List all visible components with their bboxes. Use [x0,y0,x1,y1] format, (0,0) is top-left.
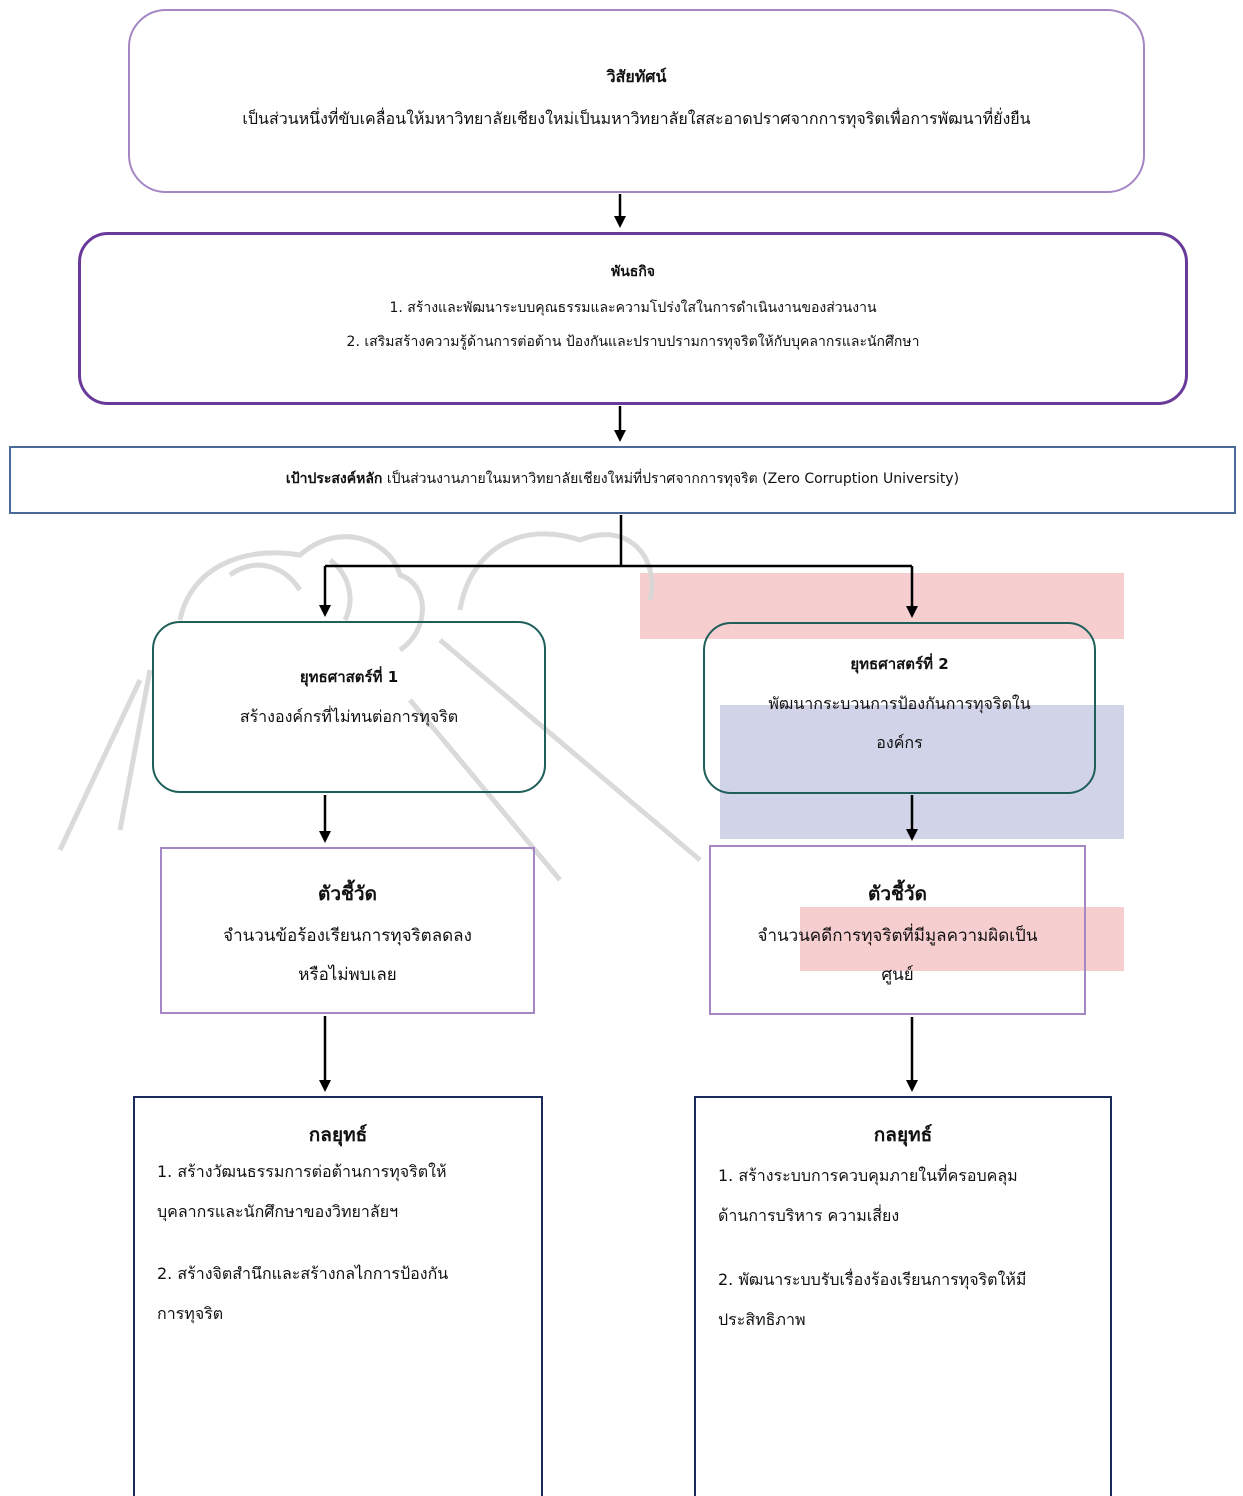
tactics-2-item-2-line-1: 2. พัฒนาระบบรับเรื่องร้องเรียนการทุจริตใ… [718,1270,1027,1289]
tactics-2-title: กลยุทธ์ [873,1124,933,1146]
kpi-2-line-2: ศูนย์ [881,965,914,985]
mission-item-1: 1. สร้างและพัฒนาระบบคุณธรรมและความโปร่งใ… [389,300,877,316]
goal-text: เป็นส่วนงานภายในมหาวิทยาลัยเชียงใหม่ที่ป… [386,471,960,487]
tactics-1-item-1-line-2: บุคลากรและนักศึกษาของวิทยาลัยฯ [157,1202,399,1221]
kpi-2-title: ตัวชี้วัด [868,883,927,905]
kpi-1-line-1: จำนวนข้อร้องเรียนการทุจริตลดลง [223,926,472,946]
goal-label: เป้าประสงค์หลัก [285,471,383,487]
strategy-2-box: ยุทธศาสตร์ที่ 2 พัฒนากระบวนการป้องกันการ… [703,622,1096,794]
kpi-1-box: ตัวชี้วัด จำนวนข้อร้องเรียนการทุจริตลดลง… [160,847,535,1014]
vision-title: วิสัยทัศน์ [606,67,667,86]
vision-box: วิสัยทัศน์ เป็นส่วนหนึ่งที่ขับเคลื่อนให้… [128,9,1145,193]
tactics-1-box: กลยุทธ์ 1. สร้างวัฒนธรรมการต่อต้านการทุจ… [133,1096,543,1496]
tactics-2-item-1-line-1: 1. สร้างระบบการควบคุมภายในที่ครอบคลุม [718,1166,1018,1185]
strategy-2-desc-line-2: องค์กร [876,733,923,752]
vision-text: เป็นส่วนหนึ่งที่ขับเคลื่อนให้มหาวิทยาลัย… [242,109,1031,128]
tactics-2-item-1-line-2: ด้านการบริหาร ความเสี่ยง [718,1206,900,1225]
strategy-1-box: ยุทธศาสตร์ที่ 1 สร้างองค์กรที่ไม่ทนต่อกา… [152,621,546,793]
tactics-2-item-2-line-2: ประสิทธิภาพ [718,1310,806,1329]
tactics-1-item-1-line-1: 1. สร้างวัฒนธรรมการต่อต้านการทุจริตให้ [157,1162,447,1181]
goal-line: เป้าประสงค์หลัก เป็นส่วนงานภายในมหาวิทยา… [11,468,1234,490]
goal-box: เป้าประสงค์หลัก เป็นส่วนงานภายในมหาวิทยา… [9,446,1236,514]
tactics-2-box: กลยุทธ์ 1. สร้างระบบการควบคุมภายในที่ครอ… [694,1096,1112,1496]
strategy-2-desc-line-1: พัฒนากระบวนการป้องกันการทุจริตใน [768,694,1031,713]
tactics-1-item-2-line-1: 2. สร้างจิตสำนึกและสร้างกลไกการป้องกัน [157,1264,449,1283]
tactics-1-item-2-line-2: การทุจริต [157,1304,224,1323]
kpi-1-line-2: หรือไม่พบเลย [298,965,397,985]
kpi-2-line-1: จำนวนคดีการทุจริตที่มีมูลความผิดเป็น [757,926,1038,946]
mission-title: พันธกิจ [610,264,656,280]
kpi-1-title: ตัวชี้วัด [318,883,377,905]
mission-item-2: 2. เสริมสร้างความรู้ด้านการต่อต้าน ป้องก… [346,334,920,350]
mission-box: พันธกิจ 1. สร้างและพัฒนาระบบคุณธรรมและคว… [78,232,1188,405]
strategy-1-title: ยุทธศาสตร์ที่ 1 [299,668,399,686]
strategy-2-title: ยุทธศาสตร์ที่ 2 [850,655,949,673]
kpi-2-box: ตัวชี้วัด จำนวนคดีการทุจริตที่มีมูลความผ… [709,845,1086,1015]
tactics-1-title: กลยุทธ์ [308,1124,368,1146]
strategy-1-desc: สร้างองค์กรที่ไม่ทนต่อการทุจริต [239,707,459,726]
